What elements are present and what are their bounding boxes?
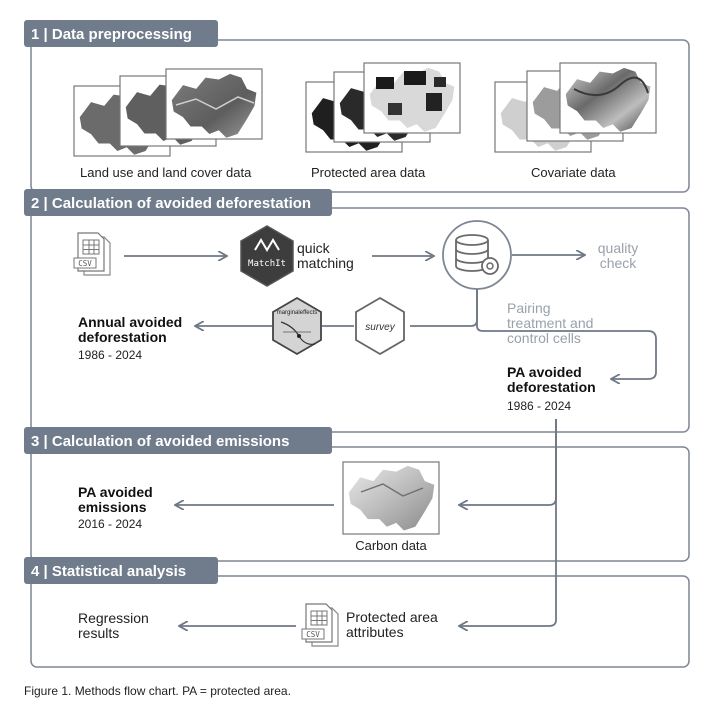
pa-avoided-emissions-label-1: PA avoided xyxy=(78,484,153,500)
land-use-map-stack xyxy=(73,68,263,157)
figure-caption: Figure 1. Methods flow chart. PA = prote… xyxy=(24,684,291,698)
pa-avoided-deforestation-label-2: deforestation xyxy=(507,379,596,395)
csv-file-icon-attributes: CSV xyxy=(301,603,339,647)
check-label: check xyxy=(600,255,638,271)
marginaleffects-label: marginaleffects xyxy=(277,310,318,316)
attributes-label-1: Protected area xyxy=(346,609,438,625)
matching-label: matching xyxy=(297,255,354,271)
matchit-label: MatchIt xyxy=(248,259,286,269)
protected-area-map-stack xyxy=(305,62,461,153)
pairing-label-2: treatment and xyxy=(507,315,593,331)
regression-label-1: Regression xyxy=(78,610,149,626)
carbon-data-label: Carbon data xyxy=(355,538,427,553)
survey-hex-icon: survey xyxy=(355,296,405,356)
section-1-title: 1 | Data preprocessing xyxy=(31,26,192,43)
survey-label: survey xyxy=(365,322,395,333)
marginaleffects-hex-icon: marginaleffects xyxy=(272,296,322,356)
connector-database-to-pa xyxy=(476,289,657,379)
annual-avoided-label-1: Annual avoided xyxy=(78,314,182,330)
section-2-frame xyxy=(30,207,690,433)
pa-avoided-deforestation-years: 1986 - 2024 xyxy=(507,399,571,413)
covariate-map-stack xyxy=(494,62,657,153)
land-use-label: Land use and land cover data xyxy=(80,165,252,180)
regression-label-2: results xyxy=(78,625,119,641)
quality-label: quality xyxy=(598,240,638,256)
section-3-tab: 3 | Calculation of avoided emissions xyxy=(24,427,332,454)
section-4-tab: 4 | Statistical analysis xyxy=(24,557,218,584)
quick-label: quick xyxy=(297,240,331,256)
pa-avoided-emissions-label-2: emissions xyxy=(78,499,147,515)
csv-label: CSV xyxy=(78,259,92,268)
matchit-hex-icon: MatchIt xyxy=(240,225,294,287)
csv-label-attributes: CSV xyxy=(306,630,320,639)
connector-pa-to-attributes xyxy=(460,419,557,626)
attributes-label-2: attributes xyxy=(346,624,404,640)
section-2-title: 2 | Calculation of avoided deforestation xyxy=(31,195,311,212)
section-4-title: 4 | Statistical analysis xyxy=(31,563,186,580)
carbon-map-image xyxy=(342,461,440,535)
section-1-frame xyxy=(30,39,690,193)
pairing-label-3: control cells xyxy=(507,330,581,346)
section-3-title: 3 | Calculation of avoided emissions xyxy=(31,433,289,450)
csv-file-icon: CSV xyxy=(73,232,111,276)
annual-avoided-years: 1986 - 2024 xyxy=(78,348,142,362)
pa-avoided-deforestation-label-1: PA avoided xyxy=(507,364,582,380)
section-3-frame xyxy=(30,446,690,562)
section-1-tab: 1 | Data preprocessing xyxy=(24,20,218,47)
pairing-label-1: Pairing xyxy=(507,300,551,316)
section-2-tab: 2 | Calculation of avoided deforestation xyxy=(24,189,332,216)
pa-avoided-emissions-years: 2016 - 2024 xyxy=(78,517,142,531)
section-4-frame xyxy=(30,575,690,668)
connector-database-to-survey xyxy=(410,289,478,327)
annual-avoided-label-2: deforestation xyxy=(78,329,167,345)
protected-area-label: Protected area data xyxy=(311,165,426,180)
covariate-label: Covariate data xyxy=(531,165,616,180)
database-gear-icon xyxy=(442,220,512,290)
